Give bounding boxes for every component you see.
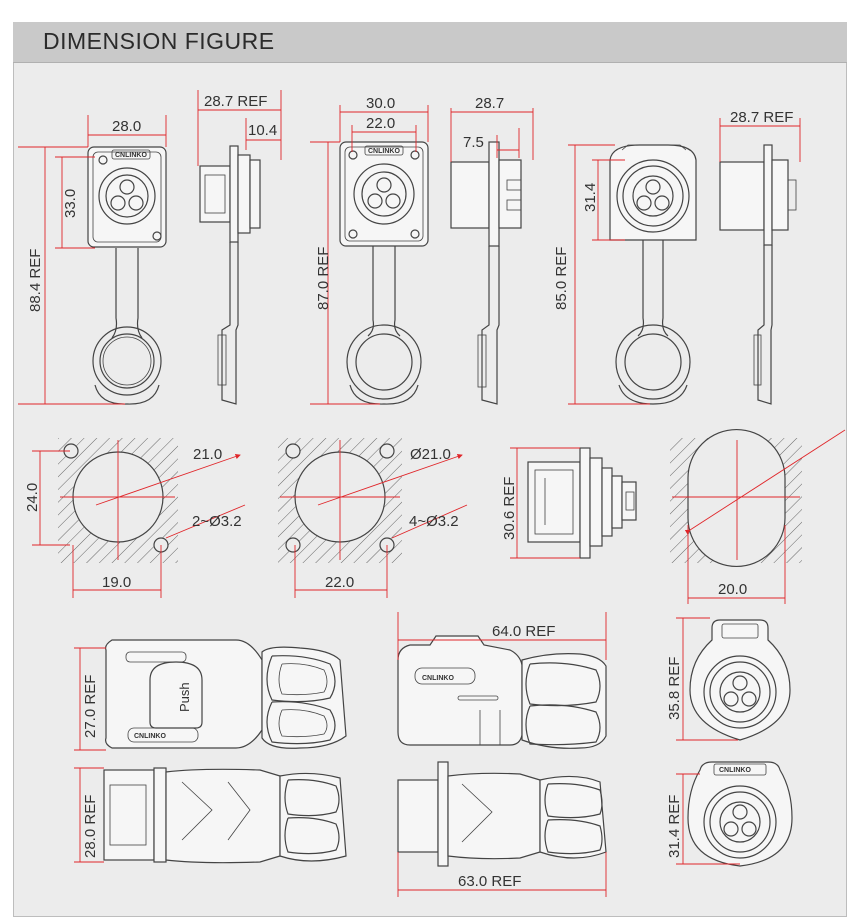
- dim-28-7: 28.7: [475, 95, 504, 112]
- socket-front-view-1: CNLINKO: [87, 146, 167, 405]
- brand-logo: CNLINKO: [115, 152, 147, 159]
- dim-85-0-ref: 85.0 REF: [553, 247, 570, 310]
- dim-30-0: 30.0: [366, 95, 395, 112]
- plug-front-view: [689, 619, 791, 741]
- socket-rear-side-view: 30.6 REF: [501, 447, 637, 559]
- brand-logo-3: CNLINKO: [368, 148, 400, 155]
- dim-22-0-cut: 22.0: [325, 574, 354, 591]
- dim-28-0-ref: 28.0 REF: [82, 795, 99, 858]
- dim-87-0-ref: 87.0 REF: [315, 247, 332, 310]
- brand-logo-side: CNLINKO: [422, 675, 454, 682]
- dimensions-plug-top: 27.0 REF: [74, 647, 106, 751]
- panel-cutout-4-hole: Ø21.0 4~Ø3.2 22.0: [278, 438, 468, 598]
- dim-28-0: 28.0: [112, 118, 141, 135]
- dimensions-plug-front: 35.8 REF: [666, 617, 738, 741]
- receptacle-front-view: CNLINKO: [687, 761, 793, 867]
- dim-o21-0: Ø21.0: [410, 446, 451, 463]
- plug-side-view: CNLINKO: [397, 635, 607, 749]
- dimensions-plug-side: 64.0 REF: [397, 612, 607, 660]
- dim-4-hole: 4~Ø3.2: [409, 513, 459, 530]
- dimensions-view-5: 31.4 85.0 REF: [553, 144, 650, 405]
- receptacle-cable-side-view: [397, 761, 607, 867]
- brand-logo-front: CNLINKO: [719, 767, 751, 774]
- dim-28-7-ref-a: 28.7 REF: [204, 93, 267, 110]
- brand-logo-plug: CNLINKO: [134, 733, 166, 740]
- socket-side-view-4: [450, 141, 522, 405]
- dim-35-8-ref: 35.8 REF: [666, 657, 683, 720]
- dimensions-view-2: 28.7 REF 10.4: [197, 90, 282, 166]
- socket-front-view-3: CNLINKO: [339, 141, 429, 405]
- plug-top-view: Push CNLINKO: [105, 639, 347, 749]
- dim-19-0: 19.0: [102, 574, 131, 591]
- receptacle-cable-top-view: [103, 767, 347, 864]
- dim-10-4: 10.4: [248, 122, 277, 139]
- dim-31-4-ref: 31.4 REF: [666, 795, 683, 858]
- dim-27-0-ref: 27.0 REF: [82, 675, 99, 738]
- dim-33-0: 33.0: [62, 189, 79, 218]
- dim-63-0-ref: 63.0 REF: [458, 873, 521, 890]
- panel-cutout-2-hole: 21.0 2~Ø3.2 24.0 19.0: [24, 438, 246, 598]
- dimensions-receptacle-top: 28.0 REF: [74, 767, 104, 863]
- dim-88-4-ref: 88.4 REF: [27, 249, 44, 312]
- socket-side-view-6: [719, 144, 797, 405]
- socket-side-view-2: [199, 145, 261, 405]
- socket-front-view-5: [609, 144, 697, 405]
- header-bar: DIMENSION FIGURE: [13, 22, 847, 63]
- dim-2-hole: 2~Ø3.2: [192, 513, 242, 530]
- dim-21-0: 21.0: [193, 446, 222, 463]
- dim-64-0-ref: 64.0 REF: [492, 623, 555, 640]
- dimensions-receptacle-side: 63.0 REF: [397, 852, 607, 897]
- dim-24-0: 24.0: [24, 483, 41, 512]
- dimensions-view-6: 28.7 REF: [719, 109, 801, 162]
- push-label: Push: [177, 682, 192, 712]
- dimensions-receptacle-front: 31.4 REF: [666, 773, 740, 865]
- dim-28-7-ref-b: 28.7 REF: [730, 109, 793, 126]
- page-title: DIMENSION FIGURE: [43, 28, 275, 54]
- dimensions-view-4: 28.7 7.5: [450, 95, 534, 162]
- dim-20-0: 20.0: [718, 581, 747, 598]
- dim-31-4-a: 31.4: [582, 183, 599, 212]
- dim-22-0-top: 22.0: [366, 115, 395, 132]
- dim-30-6-ref: 30.6 REF: [501, 477, 518, 540]
- dimensions-view-1: 28.0 33.0 88.4 REF: [18, 115, 167, 405]
- dim-7-5: 7.5: [463, 134, 484, 151]
- dimensions-view-3: 30.0 22.0 87.0 REF: [310, 95, 429, 405]
- panel-cutout-d-shape: 20.0: [670, 428, 846, 604]
